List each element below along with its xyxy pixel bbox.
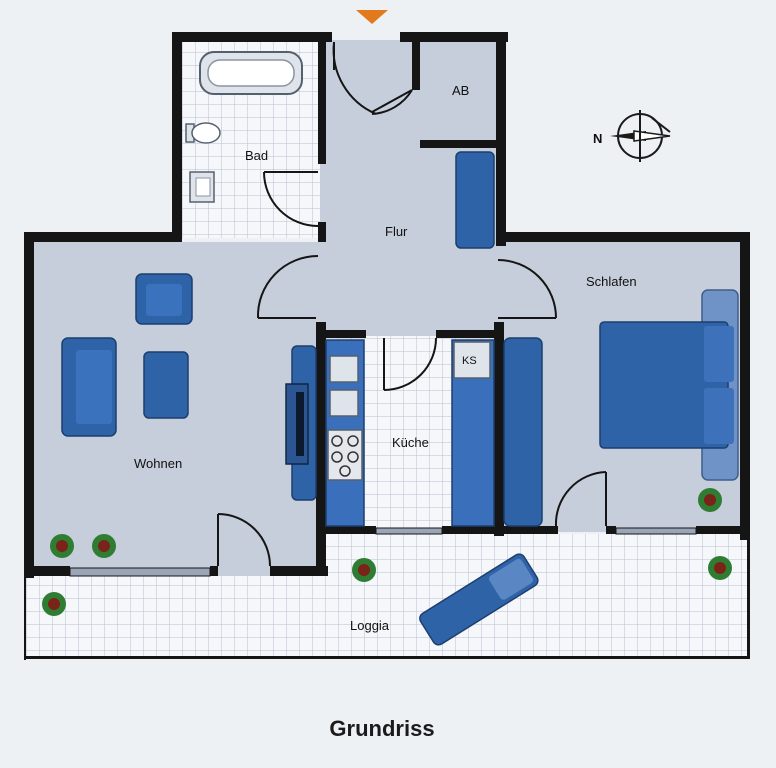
door-swings	[217, 41, 607, 567]
room-label-bad: Bad	[245, 148, 268, 163]
entrance-arrow-icon	[356, 10, 388, 24]
bedroom-furniture	[503, 289, 739, 527]
compass-icon	[610, 110, 671, 162]
room-label-ab: AB	[452, 83, 469, 98]
sink	[189, 171, 215, 203]
bathtub	[199, 51, 303, 95]
north-label: N	[593, 131, 602, 146]
room-label-wohnen: Wohnen	[134, 456, 182, 471]
windows	[69, 527, 697, 577]
sun-lounger	[419, 553, 539, 646]
room-label-loggia: Loggia	[350, 618, 390, 633]
room-label-kueche: Küche	[392, 435, 429, 450]
plant-icon	[42, 488, 732, 616]
toilet	[185, 122, 221, 144]
room-label-ks: KS	[462, 355, 477, 367]
room-label-flur: Flur	[385, 224, 408, 239]
kitchen-counter	[325, 339, 495, 527]
flur-wardrobe	[455, 151, 495, 249]
plan-title: Grundriss	[329, 716, 434, 741]
ab-floor	[418, 40, 498, 142]
room-label-schlafen: Schlafen	[586, 274, 637, 289]
walls	[24, 32, 750, 660]
living-furniture	[61, 273, 317, 501]
